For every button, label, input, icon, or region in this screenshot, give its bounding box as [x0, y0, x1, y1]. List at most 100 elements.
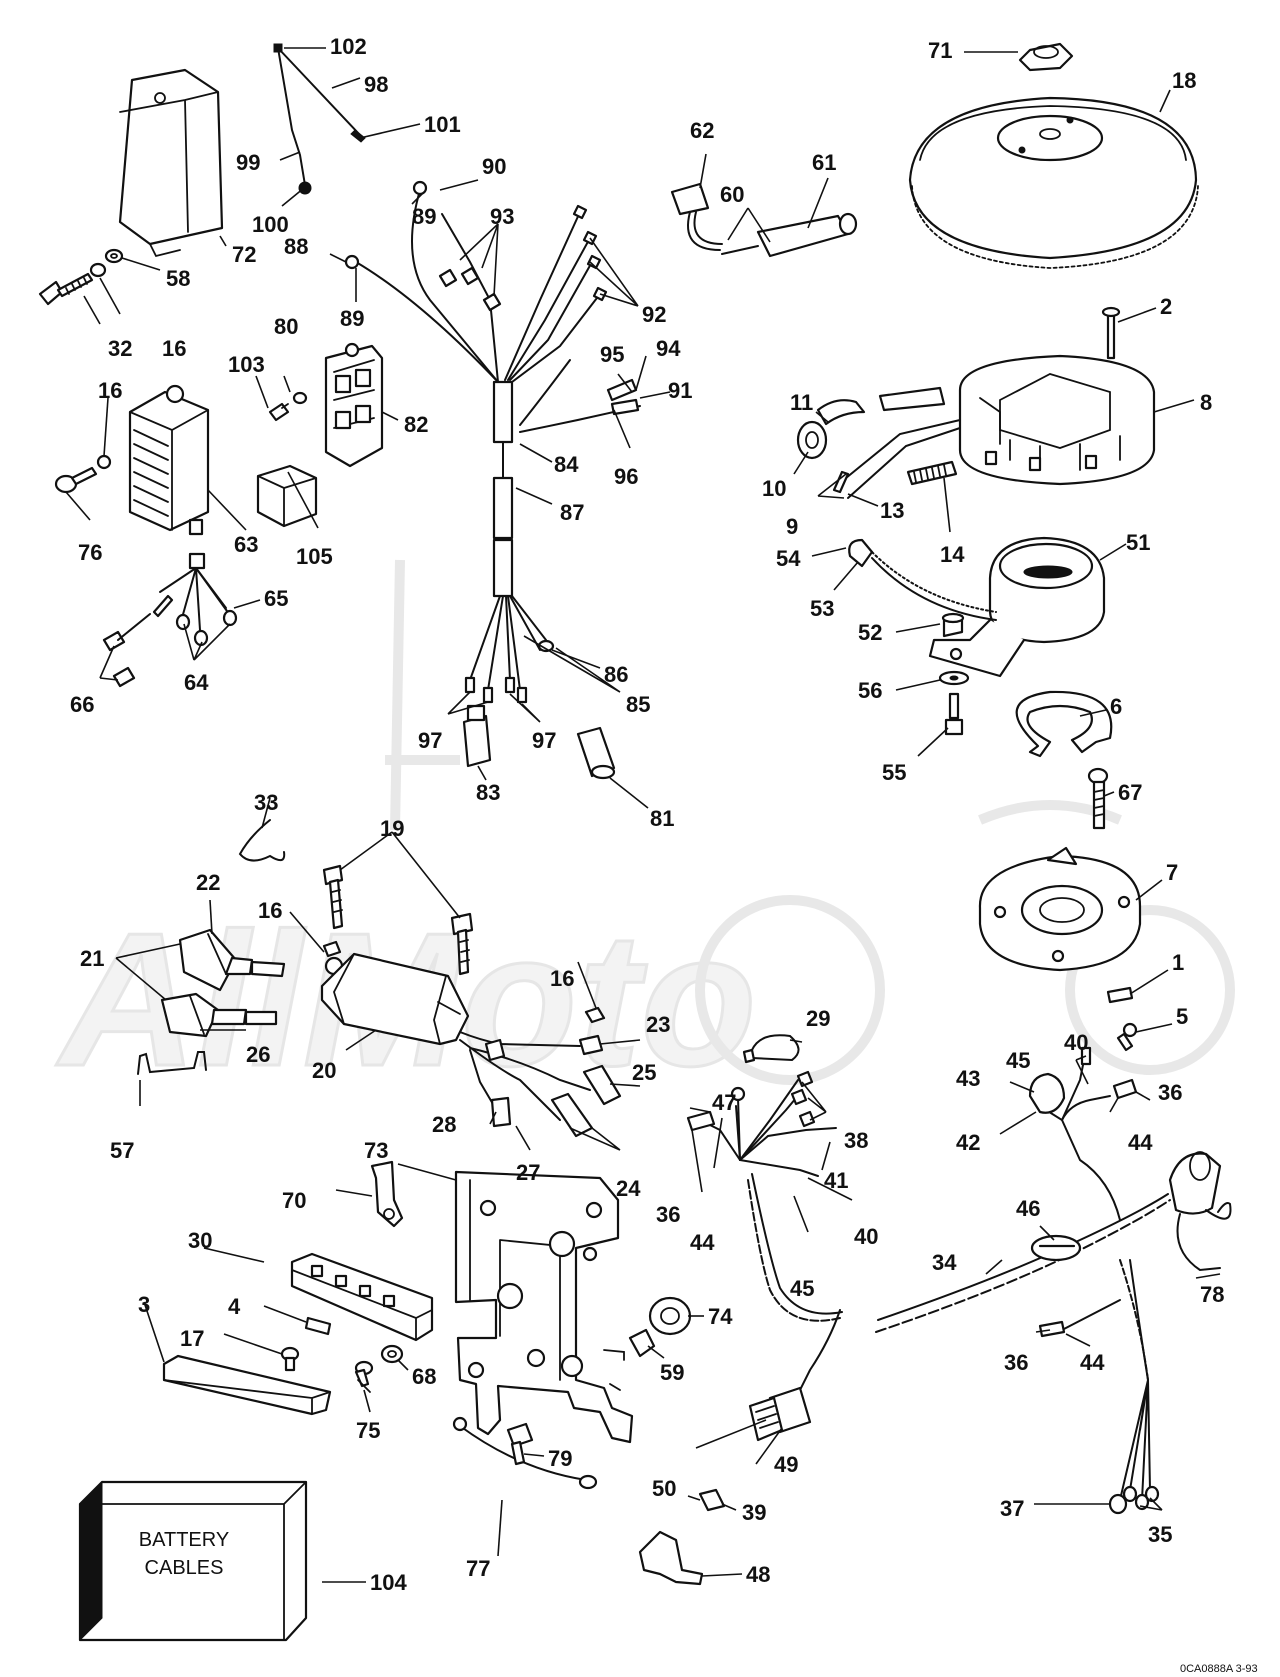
battery-cables-box-104: BATTERY CABLES	[78, 1480, 308, 1642]
callout-70: 70	[282, 1188, 306, 1213]
screw-55	[944, 692, 964, 736]
callout-65: 65	[264, 586, 288, 611]
callout-58: 58	[166, 266, 190, 291]
callout-87: 87	[560, 500, 584, 525]
screw-2	[1101, 306, 1121, 360]
terminal-strip-30	[290, 1252, 434, 1342]
callout-103: 103	[228, 352, 265, 377]
battery-box-label-line2: CABLES	[145, 1557, 224, 1579]
connector-83	[462, 704, 492, 768]
screw-16-23	[584, 1006, 606, 1024]
callout-54: 54	[776, 546, 801, 571]
callout-36-bottom: 36	[1004, 1350, 1028, 1375]
callout-104: 104	[370, 1570, 407, 1595]
callout-96: 96	[614, 464, 638, 489]
callout-23: 23	[646, 1012, 670, 1037]
callout-20: 20	[312, 1058, 336, 1083]
jumper-4	[304, 1316, 332, 1336]
callout-72: 72	[232, 242, 256, 267]
callout-17: 17	[180, 1326, 204, 1351]
cover-3	[162, 1354, 332, 1416]
spark-plug-lead-62	[670, 182, 723, 251]
key-1	[1106, 986, 1134, 1004]
callout-19: 19	[380, 816, 404, 841]
callout-81: 81	[650, 806, 674, 831]
callout-55: 55	[882, 760, 906, 785]
callout-41: 41	[824, 1168, 848, 1193]
stator-leads-9-10-11	[796, 386, 961, 499]
grommet-74	[648, 1296, 692, 1336]
callout-97-right: 97	[532, 728, 556, 753]
callout-73: 73	[364, 1138, 388, 1163]
callout-59: 59	[660, 1360, 684, 1385]
harness-47	[686, 1070, 843, 1442]
rectifier-regulator-63	[128, 384, 210, 536]
callout-16-coil: 16	[258, 898, 282, 923]
callout-74: 74	[708, 1304, 733, 1329]
screws-19	[322, 864, 474, 976]
flywheel-18	[908, 96, 1199, 269]
callout-36-mid: 36	[656, 1202, 680, 1227]
callout-18: 18	[1172, 68, 1196, 93]
relay-105	[256, 464, 318, 528]
callout-82: 82	[404, 412, 428, 437]
callout-60: 60	[720, 182, 744, 207]
callout-29: 29	[806, 1006, 830, 1031]
callout-62: 62	[690, 118, 714, 143]
callout-24: 24	[616, 1176, 641, 1201]
washer-68	[380, 1344, 404, 1364]
callout-76: 76	[78, 540, 102, 565]
clip-39	[698, 1488, 726, 1512]
callout-38: 38	[844, 1128, 868, 1153]
callout-3: 3	[138, 1292, 150, 1317]
callout-93: 93	[490, 204, 514, 229]
lead-33	[238, 819, 286, 862]
callout-45-right: 45	[1006, 1048, 1030, 1073]
spark-plug-lead-61	[721, 212, 858, 258]
callout-67: 67	[1118, 780, 1142, 805]
washer-80	[292, 391, 308, 405]
sensor-lead-53-54	[848, 538, 997, 621]
screw-76	[54, 466, 98, 494]
callout-16-center: 16	[550, 966, 574, 991]
callout-25: 25	[632, 1060, 656, 1085]
grommet-59	[628, 1328, 656, 1358]
callout-44-right: 44	[1128, 1130, 1153, 1155]
screw-67	[1087, 767, 1109, 830]
callout-36-right: 36	[1158, 1080, 1182, 1105]
callout-51: 51	[1126, 530, 1150, 555]
terminal-block-82	[324, 342, 384, 468]
screw-75	[354, 1360, 374, 1393]
callout-11: 11	[790, 390, 813, 415]
wire-leads-64-65	[152, 552, 238, 647]
callout-91: 91	[668, 378, 692, 403]
callout-47: 47	[712, 1090, 736, 1115]
callout-98: 98	[364, 72, 388, 97]
callouts: 102 98 101 99 100 72 58 32 16 16 76 63 6…	[70, 34, 1224, 1595]
callout-75: 75	[356, 1418, 380, 1443]
callout-86: 86	[604, 662, 628, 687]
callout-28: 28	[432, 1112, 456, 1137]
callout-89-lower: 89	[340, 306, 364, 331]
spring-14	[906, 460, 958, 486]
timer-ring-7	[978, 846, 1142, 972]
callout-39: 39	[742, 1500, 766, 1525]
callout-37: 37	[1000, 1496, 1024, 1521]
wiring-harness-84	[344, 180, 641, 704]
figure-reference: 0CA0888A 3-93	[1180, 1663, 1258, 1675]
battery-box-label-line1: BATTERY	[139, 1529, 229, 1551]
callout-1: 1	[1172, 950, 1184, 975]
callout-85: 85	[626, 692, 650, 717]
callout-5: 5	[1176, 1004, 1188, 1029]
callout-16-left: 16	[98, 378, 122, 403]
boot-22	[178, 928, 286, 992]
power-pack-72	[118, 68, 224, 258]
callout-14: 14	[940, 542, 965, 567]
callout-90: 90	[482, 154, 506, 179]
callout-66: 66	[70, 692, 94, 717]
callout-16-top: 16	[162, 336, 186, 361]
connector-81	[576, 726, 616, 780]
callout-99: 99	[236, 150, 260, 175]
screw-5	[1116, 1022, 1138, 1052]
